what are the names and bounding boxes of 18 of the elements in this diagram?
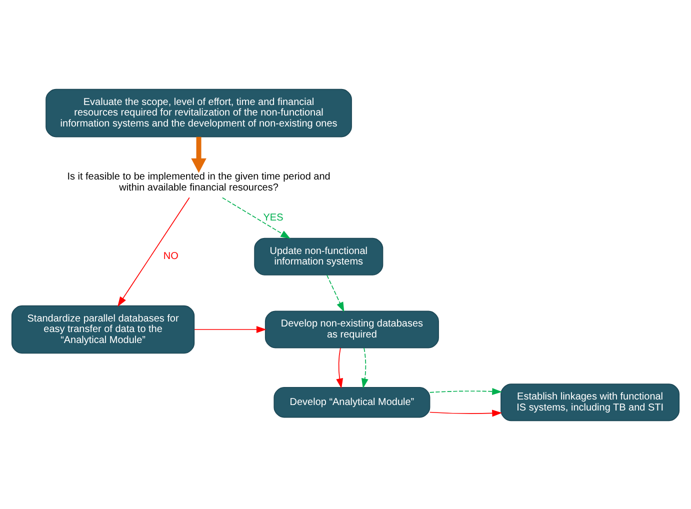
arrow bbox=[326, 274, 344, 312]
arrow bbox=[429, 387, 502, 394]
edge-label: YES bbox=[263, 212, 284, 224]
node-box: Standardize parallel databases for easy transfer of data to the “Analytical Module” bbox=[11, 304, 195, 354]
node-box: Update non-functional information systems bbox=[254, 237, 384, 275]
edge-label: NO bbox=[163, 250, 178, 262]
node-box: Develop “Analytical Module” bbox=[274, 386, 430, 418]
arrow bbox=[191, 136, 206, 172]
arrow bbox=[222, 196, 291, 238]
arrow bbox=[429, 409, 502, 416]
node-text: Is it feasible to be implemented in the given time period and within available financial resources? bbox=[67, 171, 330, 194]
arrow bbox=[361, 347, 368, 388]
arrow bbox=[118, 196, 190, 306]
node-box: Establish linkages with functional IS systems, including TB and STI bbox=[500, 383, 680, 421]
arrow bbox=[194, 326, 266, 333]
node-box: Evaluate the scope, level of effort, time and financial resources required for revitalization of the non-functional information systems and the development of non-existing ones bbox=[46, 88, 352, 137]
arrow bbox=[336, 347, 344, 388]
node-box: Develop non-existing databases as required bbox=[264, 310, 439, 348]
